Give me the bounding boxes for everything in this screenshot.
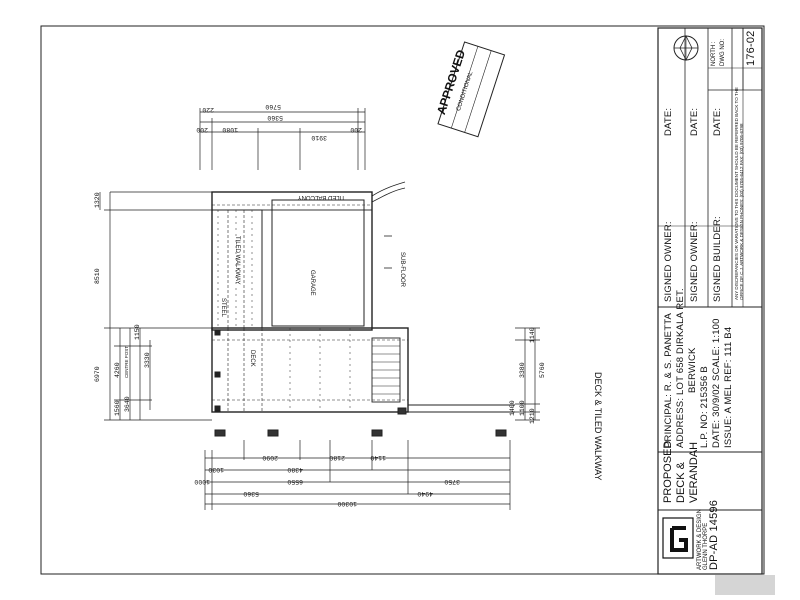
garage-label: GARAGE <box>309 270 315 296</box>
date-label-3: DATE: <box>712 107 723 136</box>
deck-label: DECK <box>249 350 255 367</box>
steel-label: STEEL <box>220 298 226 318</box>
date-label-2: DATE: <box>689 107 700 136</box>
dim-left-2: 1320 <box>94 192 101 208</box>
dim-left-4: 1150 <box>134 324 141 340</box>
dim-bottom-1: 10300 <box>337 500 357 507</box>
dim-left-5: 4260 <box>114 362 121 378</box>
suburb-text: BERWICK <box>687 347 698 393</box>
dim-left-1: 8510 <box>94 268 101 284</box>
dim-left-8: 3640 <box>124 396 131 412</box>
principal-text: PRINCIPAL: R. & S. PANETTA <box>663 312 674 448</box>
signed-owner-1-label: SIGNED OWNER: <box>663 221 674 302</box>
sub-floor-label: SUB-FLOOR <box>399 252 405 288</box>
date-label-1: DATE: <box>663 107 674 136</box>
company-logo <box>662 517 694 559</box>
signed-builder-label: SIGNED BUILDER: <box>712 216 723 302</box>
dim-right-4: 1100 <box>519 400 526 416</box>
dimension-lines <box>99 108 540 510</box>
tiled-balcony-label: TILED BALCONY <box>297 194 345 200</box>
dim-bottom-6: 1000 <box>194 478 210 485</box>
dim-right-6: 1210 <box>529 408 536 424</box>
floor-plan <box>211 181 515 437</box>
dim-bottom-2: 5360 <box>243 490 259 497</box>
drawing-title-line-1: PROPOSED <box>662 440 674 503</box>
dim-left-6: 1560 <box>114 400 121 416</box>
dim-bottom-9: 2090 <box>262 454 278 461</box>
dim-right-3: 5760 <box>539 362 546 378</box>
dim-top-e: 220 <box>202 106 214 113</box>
dim-top-f: 200 <box>350 126 362 133</box>
dim-bottom-10: 2180 <box>329 454 345 461</box>
centre-post-label: CENTRE POST <box>124 345 129 378</box>
dp-ad-number: DP-AD 14596 <box>708 499 720 570</box>
dim-bottom-4: 6550 <box>287 478 303 485</box>
dim-bottom-11: 1140 <box>370 454 386 461</box>
page-border <box>40 25 765 575</box>
drawing-title-line-2: DECK & <box>675 462 687 503</box>
section-title: DECK & TILED WALKWAY <box>593 372 603 481</box>
title-block <box>657 27 763 575</box>
dim-bottom-3: 4940 <box>417 490 433 497</box>
dim-right-5: 1400 <box>509 400 516 416</box>
approval-stamp <box>437 41 506 138</box>
dim-top-a: 5360 <box>267 114 283 121</box>
lp-no-text: L.P. NO: 215356 B <box>699 366 710 448</box>
issue-mel-text: ISSUE: A MEL REF: 111 B4 <box>723 326 734 448</box>
dim-right-2: 3380 <box>519 362 526 378</box>
dim-left-3: 6970 <box>94 366 101 382</box>
dim-left-7: 3330 <box>144 352 151 368</box>
north-label: NORTH : <box>711 41 717 66</box>
tiled-walkway-label: TILED WALKWAY <box>234 236 240 285</box>
dwg-no-label: DWG NO: <box>720 39 726 66</box>
discrepancy-note-line-2: OFFICE OF C.J. ARTWORK & DESIGN PHONES: … <box>738 123 744 300</box>
dim-top-d: 200 <box>196 126 208 133</box>
signed-owner-2-label: SIGNED OWNER: <box>689 221 700 302</box>
dim-bottom-7: 4380 <box>287 466 303 473</box>
dim-bottom-5: 3750 <box>444 478 460 485</box>
dim-top-overall: 5760 <box>265 103 281 110</box>
dim-bottom-8: 1030 <box>208 466 224 473</box>
watermark-corner <box>715 575 775 595</box>
dwg-no-value: 176-02 <box>745 30 757 66</box>
address-text: ADDRESS: LOT 658 DIRKALA RET. <box>675 288 686 448</box>
dim-top-b: 3910 <box>311 134 327 141</box>
dim-top-c: 1080 <box>222 126 238 133</box>
dim-right-1: 1140 <box>529 327 536 343</box>
date-scale-text: DATE: 30/9/02 SCALE: 1:100 <box>711 318 722 448</box>
drawing-title-line-3: VERANDAH <box>688 441 700 503</box>
